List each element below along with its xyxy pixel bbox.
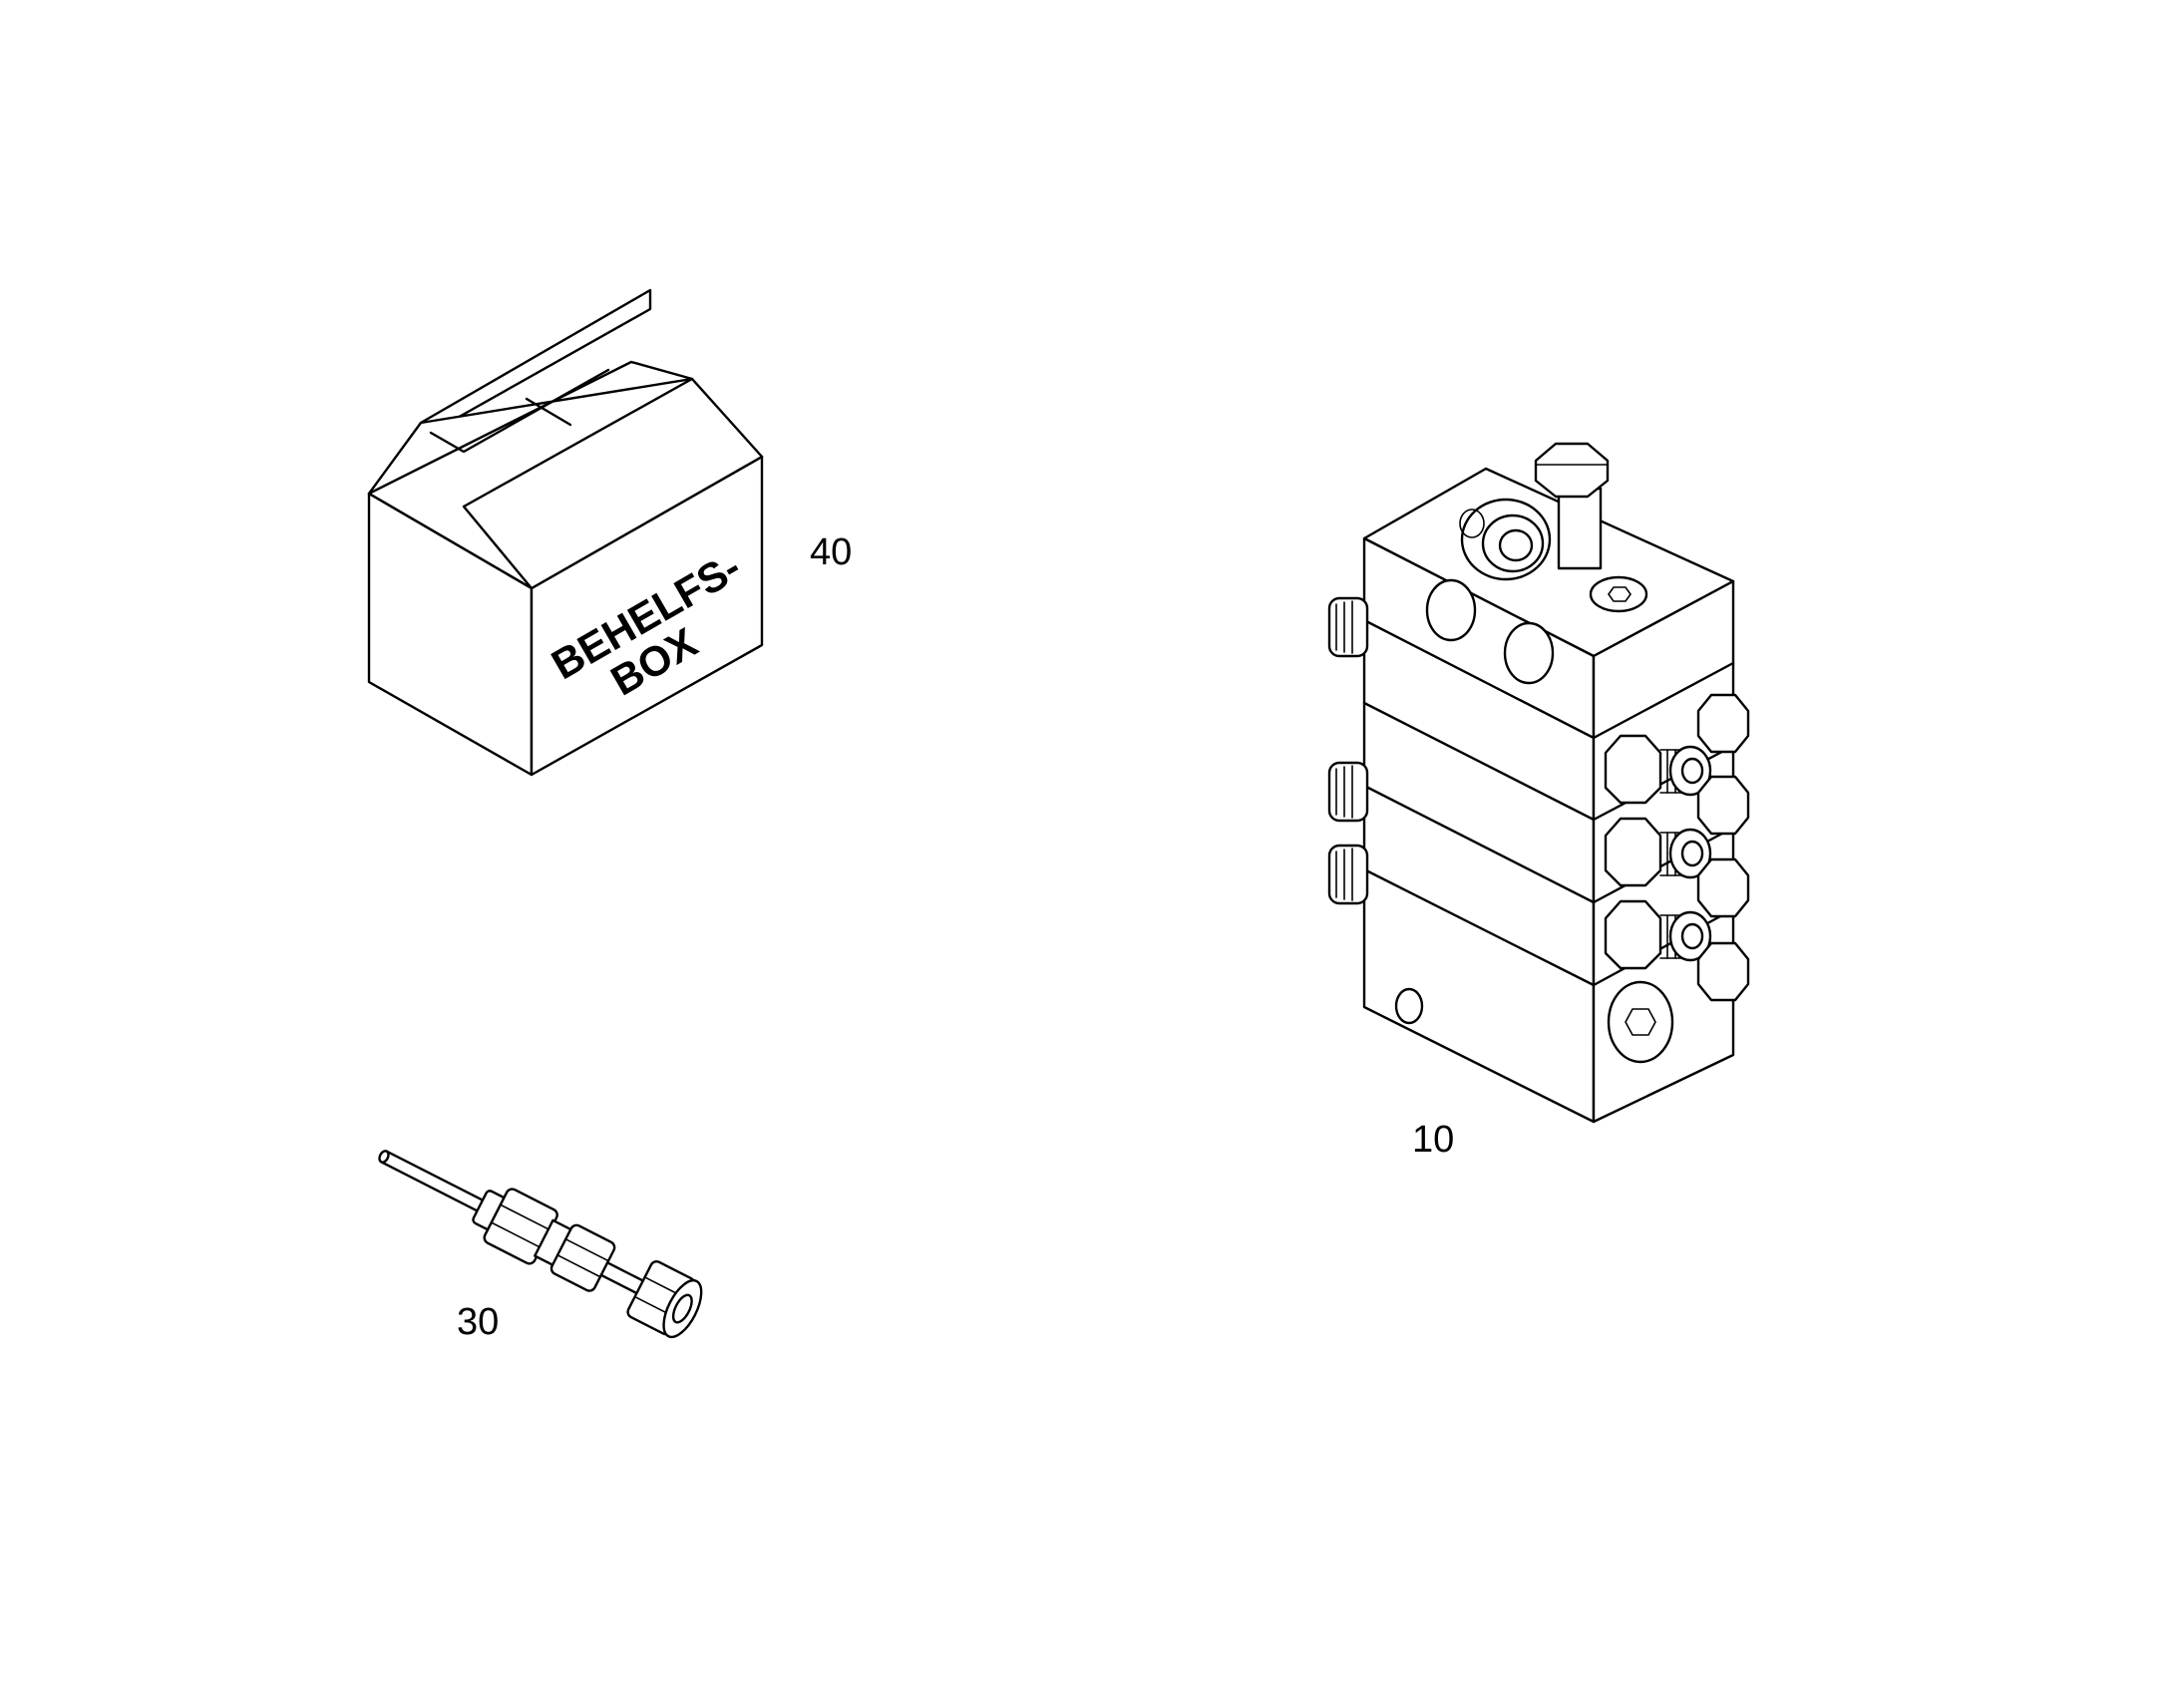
- side-fitting-3: [1604, 899, 1712, 970]
- callout-10[interactable]: 10: [1412, 1119, 1454, 1161]
- fitting-nut-2: [549, 1223, 616, 1292]
- box-inner-edge: [429, 368, 610, 454]
- hex-plug-2: [1696, 775, 1750, 836]
- tube-bottom-edge: [380, 1161, 481, 1213]
- hex-plug-3: [1696, 857, 1750, 918]
- fitting-bore: [671, 1293, 693, 1324]
- top-nut-bore: [1498, 528, 1534, 562]
- small-hole: [1394, 987, 1424, 1025]
- hex-plug-4: [1696, 941, 1750, 1002]
- tube-end: [378, 1150, 390, 1164]
- port-hole-2: [1503, 621, 1555, 685]
- fitting-part-30[interactable]: [366, 1128, 709, 1343]
- left-stub-1: [1327, 596, 1369, 658]
- left-stub-2: [1327, 761, 1369, 823]
- hex-socket-icon: [1608, 586, 1632, 602]
- side-fitting-1: [1604, 734, 1712, 805]
- top-fitting-stem: [1557, 487, 1603, 570]
- side-hex-socket-icon: [1625, 1008, 1656, 1036]
- callout-40[interactable]: 40: [810, 531, 852, 573]
- hex-plug-1: [1696, 693, 1750, 754]
- box-part-40[interactable]: BEHELFS- BOX: [367, 288, 764, 777]
- top-bolt-head: [1534, 442, 1610, 499]
- tube-top-edge: [385, 1150, 486, 1202]
- side-socket-screw: [1607, 980, 1674, 1064]
- segment-line-1: [1362, 618, 1735, 740]
- top-socket-screw: [1589, 575, 1648, 613]
- box-inner-fold: [525, 397, 572, 427]
- box-front-flap: [462, 377, 764, 590]
- distributor-part-10[interactable]: [1327, 442, 1750, 1124]
- left-stub-3: [1327, 844, 1369, 905]
- port-hole-1: [1425, 578, 1477, 642]
- side-fitting-2: [1604, 817, 1712, 887]
- callout-30[interactable]: 30: [457, 1301, 499, 1343]
